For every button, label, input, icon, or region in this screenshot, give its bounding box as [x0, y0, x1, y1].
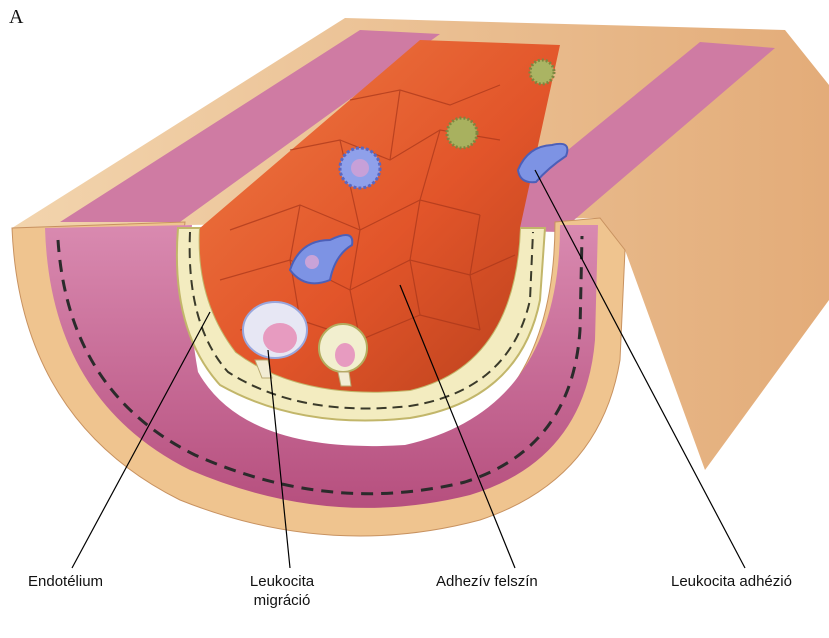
- external-elastic-lamina: [56, 235, 584, 496]
- label-leukocyte-migration-line2: migráció: [253, 592, 311, 609]
- leukocyte-rolling-blue: [288, 234, 354, 285]
- leader-line-adhesion: [534, 169, 746, 569]
- label-leukocyte-migration: Leukocita migráció: [232, 572, 332, 610]
- leukocyte-migrating-1: [242, 301, 308, 379]
- leukocyte-spiky-blue: [338, 146, 382, 190]
- leukocyte-migrating-2: [318, 323, 368, 387]
- label-adhesive-surface: Adhezív felszín: [436, 573, 538, 590]
- leukocyte-green-1: [445, 116, 479, 150]
- leader-line-adhesive-surface: [399, 284, 516, 569]
- leader-lines: [71, 169, 746, 569]
- panel-letter: A: [9, 6, 24, 28]
- vessel-top-wall: [60, 30, 440, 222]
- internal-elastic-lamina: [188, 231, 534, 410]
- label-endothelium: Endotélium: [28, 573, 104, 590]
- leukocyte-green-2: [528, 58, 556, 86]
- leader-line-migration: [267, 349, 291, 569]
- label-leukocyte-adhesion: Leukocita adhézió: [671, 573, 792, 590]
- leukocyte-adhering-blue: [516, 142, 569, 184]
- leader-line-endothelium: [71, 311, 211, 569]
- label-leukocyte-migration-line1: Leukocita: [249, 573, 315, 590]
- vessel-far-wall: [470, 42, 775, 232]
